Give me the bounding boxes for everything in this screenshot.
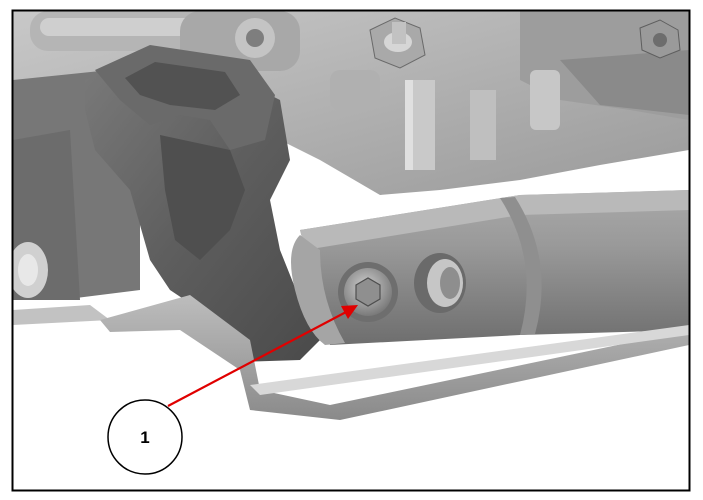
figure-border — [11, 9, 691, 492]
callout-label: 1 — [140, 428, 149, 447]
socket-head-bolt — [338, 262, 398, 322]
engine-rendering — [13, 11, 689, 420]
callout-1-arrow — [167, 305, 358, 407]
mounting-plate — [100, 295, 689, 420]
callout-1: 1 — [107, 399, 183, 475]
callout-circle — [107, 399, 183, 475]
